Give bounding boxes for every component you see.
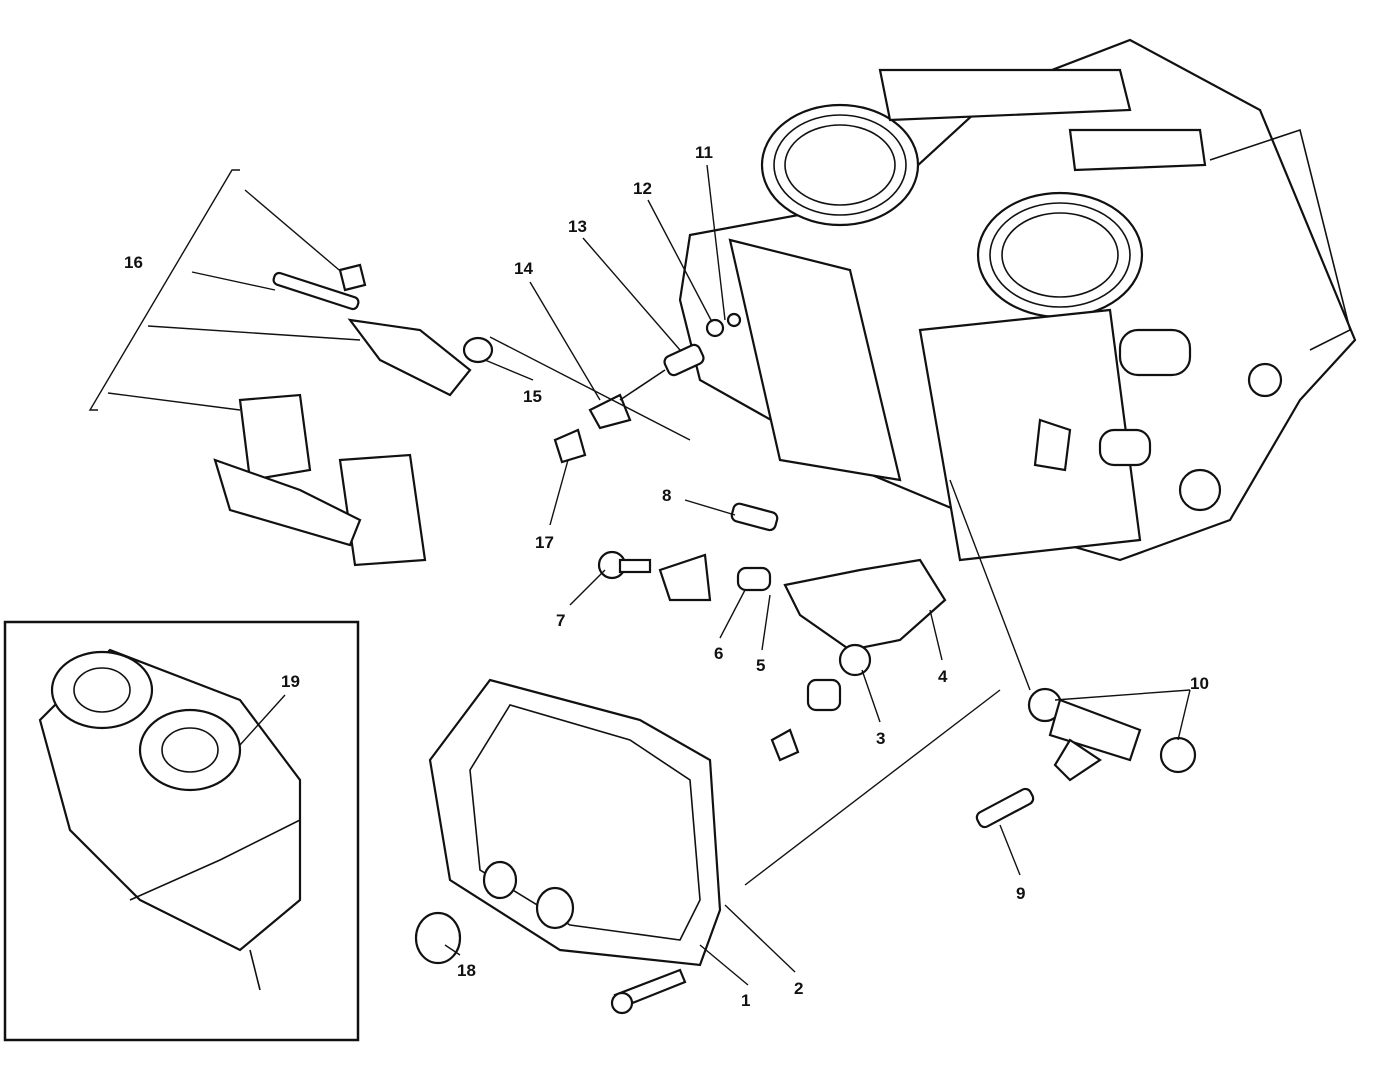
- callout-labels: 1 2 3 4 5 6 7 8 9 10 11 12 13 14 15 16 1…: [124, 143, 1209, 1010]
- callout-10: 10: [1190, 674, 1209, 693]
- callout-leaders: [239, 164, 1191, 986]
- callout-1: 1: [741, 991, 750, 1010]
- throttle-body-assembly: [678, 38, 1357, 562]
- callout-15: 15: [523, 387, 542, 406]
- callout-6: 6: [714, 644, 723, 663]
- callout-17: 17: [535, 533, 554, 552]
- callout-8: 8: [662, 486, 671, 505]
- callout-3: 3: [876, 729, 885, 748]
- callout-16: 16: [124, 253, 143, 272]
- callout-13: 13: [568, 217, 587, 236]
- mixture-parts: [597, 502, 947, 762]
- callout-5: 5: [756, 656, 765, 675]
- callout-4: 4: [938, 667, 948, 686]
- callout-19: 19: [281, 672, 300, 691]
- callout-7: 7: [556, 611, 565, 630]
- callout-18: 18: [457, 961, 476, 980]
- idle-screw-parts: [489, 312, 742, 464]
- callout-2: 2: [794, 979, 803, 998]
- callout-12: 12: [633, 179, 652, 198]
- float-bowl-cover: [414, 678, 1001, 1015]
- callout-11: 11: [695, 143, 713, 162]
- inset-carburetor-view: [3, 620, 360, 1042]
- callout-14: 14: [514, 259, 533, 278]
- choke-linkage-group: [88, 169, 494, 567]
- callout-9: 9: [1016, 884, 1025, 903]
- fitting-parts: [949, 479, 1197, 829]
